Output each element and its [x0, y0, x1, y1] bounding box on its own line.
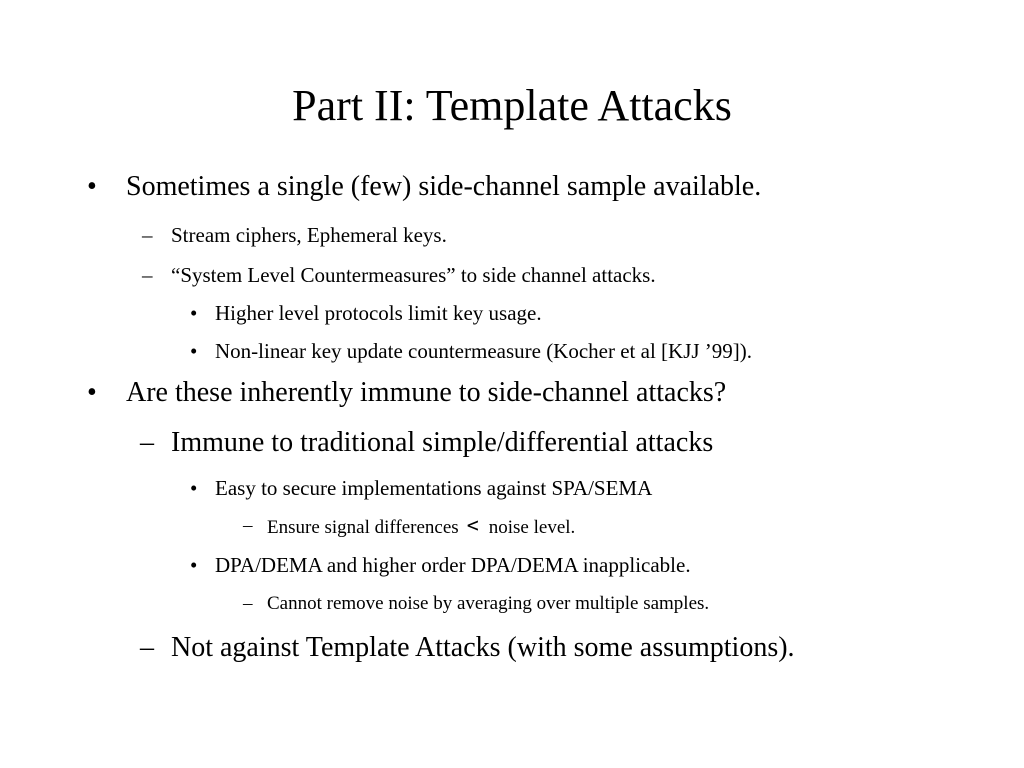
bullet-text: Cannot remove noise by averaging over mu…	[267, 593, 710, 614]
less-than-symbol: <	[466, 513, 479, 537]
dash-marker: –	[140, 632, 154, 663]
bullet-text: Non-linear key update countermeasure (Ko…	[215, 339, 753, 363]
dash-marker: –	[243, 593, 253, 614]
bullet-text: DPA/DEMA and higher order DPA/DEMA inapp…	[215, 553, 691, 577]
bullet-text: Sometimes a single (few) side-channel sa…	[126, 171, 762, 202]
bullet-marker: •	[190, 553, 198, 577]
bullet-marker: •	[87, 171, 97, 202]
dash-marker: –	[142, 223, 153, 247]
bullet-text: Ensure signal differences < noise level.	[267, 513, 576, 540]
bullet-marker: •	[190, 476, 198, 500]
dash-marker: –	[243, 515, 253, 536]
bullet-marker: •	[87, 377, 97, 408]
dash-marker: –	[142, 263, 153, 287]
bullet-text: Immune to traditional simple/differentia…	[171, 427, 714, 458]
bullet-marker: •	[190, 339, 198, 363]
bullet-text: Higher level protocols limit key usage.	[215, 301, 542, 325]
bullet-text: Stream ciphers, Ephemeral keys.	[171, 223, 447, 247]
dash-marker: –	[140, 427, 154, 458]
bullet-text: Easy to secure implementations against S…	[215, 476, 653, 500]
bullet-text-after: noise level.	[488, 517, 576, 538]
bullet-text-before: Ensure signal differences	[267, 517, 459, 538]
bullet-text: Are these inherently immune to side-chan…	[126, 377, 727, 408]
bullet-text: “System Level Countermeasures” to side c…	[171, 263, 656, 287]
bullet-marker: •	[190, 301, 198, 325]
bullet-text: Not against Template Attacks (with some …	[171, 632, 795, 663]
slide-title: Part II: Template Attacks	[292, 81, 732, 130]
